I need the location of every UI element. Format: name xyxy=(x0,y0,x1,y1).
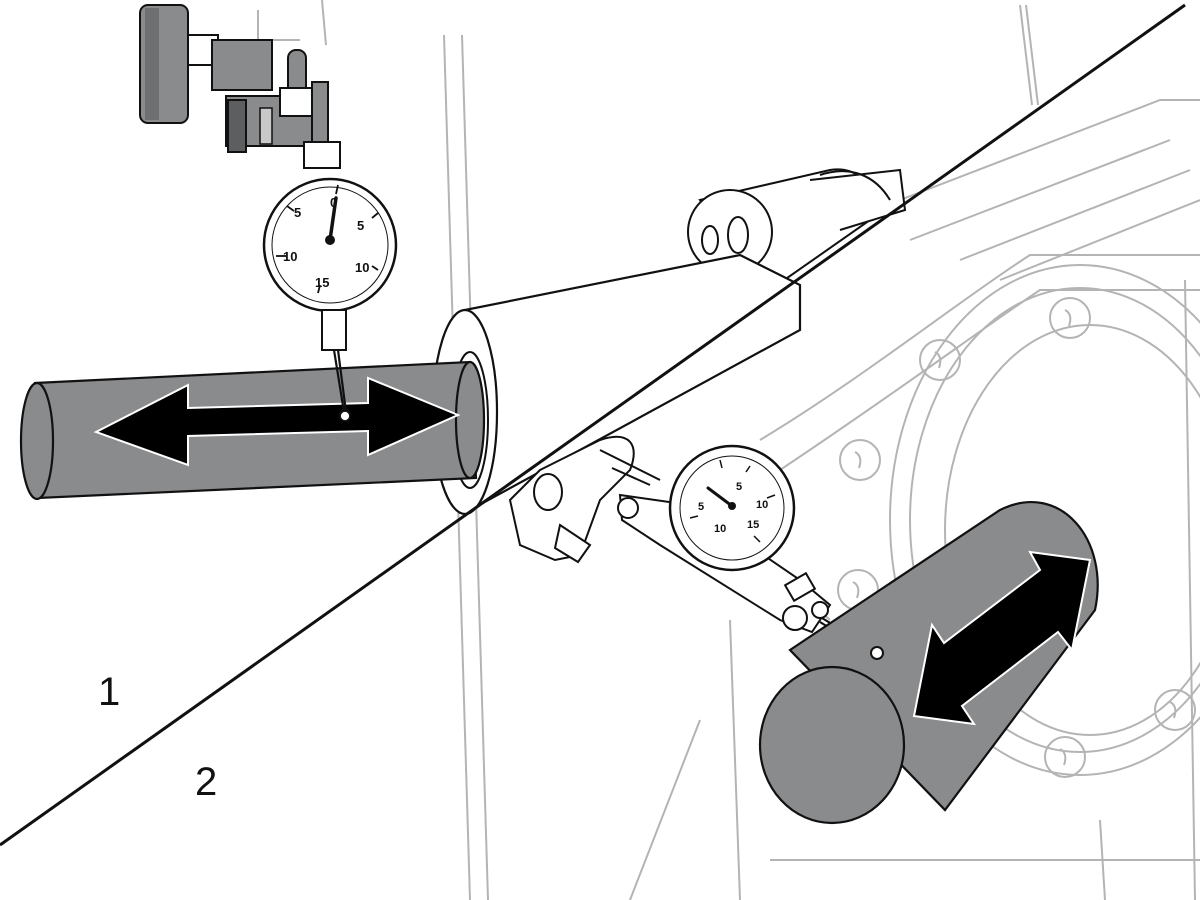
dial-2-label-5-left: 5 xyxy=(698,501,704,513)
bolt-5 xyxy=(1154,689,1196,731)
bolt-3 xyxy=(839,439,881,481)
dial-1-label-5-right: 5 xyxy=(357,218,364,233)
dial-1-hub xyxy=(325,235,335,245)
bolt-6 xyxy=(1044,736,1086,778)
coupling-cone xyxy=(431,168,907,516)
dial-2-needle xyxy=(706,486,734,508)
dial-1-label-5-left: 5 xyxy=(294,205,301,220)
dial-2-label-5-top: 5 xyxy=(736,481,742,493)
dial-1-needle xyxy=(328,196,338,242)
dial-indicator-1: 5 0 5 10 15 10 xyxy=(139,4,398,421)
dial-2-label-10-right: 10 xyxy=(756,499,768,511)
bolt-2 xyxy=(1049,297,1091,339)
dial-2-hub xyxy=(728,502,736,510)
panel-label-1: 1 xyxy=(98,670,121,714)
contact-point-2 xyxy=(870,646,884,660)
dial-1-label-10-right: 10 xyxy=(355,260,369,275)
dial-indicator-2: 5 10 15 10 5 xyxy=(617,444,875,655)
radial-arrow xyxy=(912,550,1092,726)
clamp-2 xyxy=(508,435,661,564)
dial-2-label-15: 15 xyxy=(747,519,759,531)
bolt-1 xyxy=(919,339,961,381)
panel-divider-line xyxy=(0,3,1186,847)
dial-2-label-10-left: 10 xyxy=(714,523,726,535)
machine-background xyxy=(257,0,1200,900)
panel-label-2: 2 xyxy=(195,760,218,804)
dial-1-label-15: 15 xyxy=(315,275,329,290)
axial-arrow xyxy=(93,376,461,467)
contact-point-1 xyxy=(339,410,351,422)
dial-1-label-10-left: 10 xyxy=(283,249,297,264)
